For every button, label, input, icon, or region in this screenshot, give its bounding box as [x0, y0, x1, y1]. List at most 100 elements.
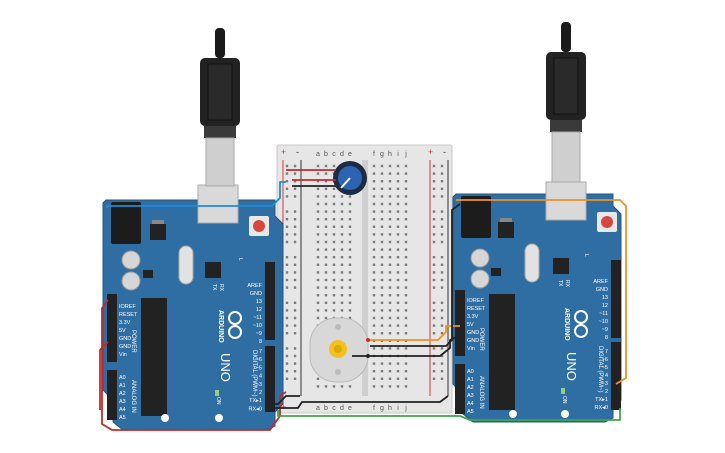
rail-hole[interactable] — [293, 187, 297, 190]
breadboard-hole[interactable] — [332, 218, 336, 221]
rail-hole[interactable] — [432, 172, 436, 175]
breadboard-hole[interactable] — [316, 187, 320, 190]
breadboard-hole[interactable] — [372, 332, 376, 335]
rail-hole[interactable] — [293, 377, 297, 380]
rail-hole[interactable] — [440, 354, 444, 358]
breadboard-hole[interactable] — [404, 370, 408, 373]
breadboard-hole[interactable] — [316, 225, 320, 228]
breadboard-hole[interactable] — [324, 218, 328, 221]
breadboard-hole[interactable] — [332, 187, 336, 190]
breadboard-hole[interactable] — [340, 218, 344, 221]
wire-black[interactable] — [270, 395, 449, 409]
rail-hole[interactable] — [293, 225, 297, 228]
rail-hole[interactable] — [285, 240, 289, 244]
dc-power-jack[interactable] — [111, 202, 141, 244]
breadboard-hole[interactable] — [380, 256, 384, 259]
breadboard-hole[interactable] — [372, 294, 376, 297]
breadboard-hole[interactable] — [316, 256, 320, 259]
breadboard-hole[interactable] — [324, 225, 328, 228]
breadboard-hole[interactable] — [396, 164, 400, 168]
breadboard-hole[interactable] — [340, 309, 344, 312]
breadboard-hole[interactable] — [372, 172, 376, 175]
rail-hole[interactable] — [432, 240, 436, 244]
breadboard-hole[interactable] — [340, 286, 344, 289]
rail-hole[interactable] — [293, 370, 297, 373]
breadboard-hole[interactable] — [324, 195, 328, 198]
breadboard-hole[interactable] — [396, 309, 400, 312]
breadboard-hole[interactable] — [316, 316, 320, 320]
breadboard-hole[interactable] — [388, 180, 392, 183]
rail-hole[interactable] — [285, 233, 289, 236]
wire-orange[interactable] — [456, 199, 627, 385]
rail-hole[interactable] — [440, 172, 444, 175]
breadboard-hole[interactable] — [324, 316, 328, 320]
breadboard-hole[interactable] — [404, 164, 408, 168]
breadboard-hole[interactable] — [324, 271, 328, 274]
breadboard-hole[interactable] — [388, 233, 392, 236]
rail-hole[interactable] — [293, 332, 297, 335]
breadboard-hole[interactable] — [372, 248, 376, 251]
breadboard-hole[interactable] — [372, 278, 376, 282]
breadboard-hole[interactable] — [340, 240, 344, 244]
wire-orange[interactable] — [368, 325, 460, 341]
rail-hole[interactable] — [440, 256, 444, 259]
breadboard-hole[interactable] — [404, 172, 408, 175]
rail-hole[interactable] — [285, 301, 289, 304]
rail-hole[interactable] — [432, 362, 436, 365]
breadboard-hole[interactable] — [324, 240, 328, 244]
rail-hole[interactable] — [293, 309, 297, 312]
breadboard-hole[interactable] — [396, 210, 400, 213]
rail-hole[interactable] — [293, 354, 297, 358]
breadboard-hole[interactable] — [372, 256, 376, 259]
breadboard-hole[interactable] — [372, 263, 376, 266]
breadboard-hole[interactable] — [396, 256, 400, 259]
breadboard-hole[interactable] — [404, 309, 408, 312]
breadboard-hole[interactable] — [332, 248, 336, 251]
breadboard-hole[interactable] — [340, 195, 344, 198]
breadboard-hole[interactable] — [388, 324, 392, 327]
breadboard-hole[interactable] — [348, 210, 352, 213]
breadboard-hole[interactable] — [404, 210, 408, 213]
rail-hole[interactable] — [285, 316, 289, 320]
rail-hole[interactable] — [293, 180, 297, 183]
breadboard-hole[interactable] — [396, 187, 400, 190]
rail-hole[interactable] — [432, 370, 436, 373]
rail-hole[interactable] — [293, 210, 297, 213]
breadboard-hole[interactable] — [396, 172, 400, 175]
breadboard-hole[interactable] — [324, 187, 328, 190]
breadboard-hole[interactable] — [348, 240, 352, 244]
breadboard-hole[interactable] — [380, 218, 384, 221]
rail-hole[interactable] — [285, 195, 289, 198]
breadboard-hole[interactable] — [404, 332, 408, 335]
breadboard-hole[interactable] — [348, 195, 352, 198]
breadboard-hole[interactable] — [404, 294, 408, 297]
rail-hole[interactable] — [432, 278, 436, 282]
analog-header[interactable] — [107, 370, 117, 420]
breadboard-hole[interactable] — [388, 347, 392, 350]
breadboard-hole[interactable] — [340, 263, 344, 266]
rail-hole[interactable] — [285, 377, 289, 380]
rail-hole[interactable] — [440, 301, 444, 304]
rail-hole[interactable] — [293, 316, 297, 320]
breadboard-hole[interactable] — [324, 385, 328, 388]
breadboard-hole[interactable] — [380, 377, 384, 380]
breadboard-hole[interactable] — [380, 301, 384, 304]
breadboard-hole[interactable] — [332, 263, 336, 266]
breadboard-hole[interactable] — [372, 309, 376, 312]
breadboard-hole[interactable] — [388, 370, 392, 373]
breadboard-hole[interactable] — [340, 202, 344, 206]
breadboard-hole[interactable] — [372, 271, 376, 274]
breadboard-hole[interactable] — [388, 172, 392, 175]
rail-hole[interactable] — [285, 180, 289, 183]
breadboard-hole[interactable] — [372, 225, 376, 228]
breadboard-hole[interactable] — [388, 263, 392, 266]
breadboard-hole[interactable] — [324, 294, 328, 297]
breadboard-hole[interactable] — [404, 286, 408, 289]
rail-hole[interactable] — [440, 164, 444, 168]
breadboard-hole[interactable] — [396, 278, 400, 282]
breadboard-hole[interactable] — [380, 362, 384, 365]
breadboard-hole[interactable] — [332, 294, 336, 297]
breadboard-hole[interactable] — [332, 385, 336, 388]
breadboard-hole[interactable] — [388, 202, 392, 206]
breadboard-hole[interactable] — [404, 187, 408, 190]
